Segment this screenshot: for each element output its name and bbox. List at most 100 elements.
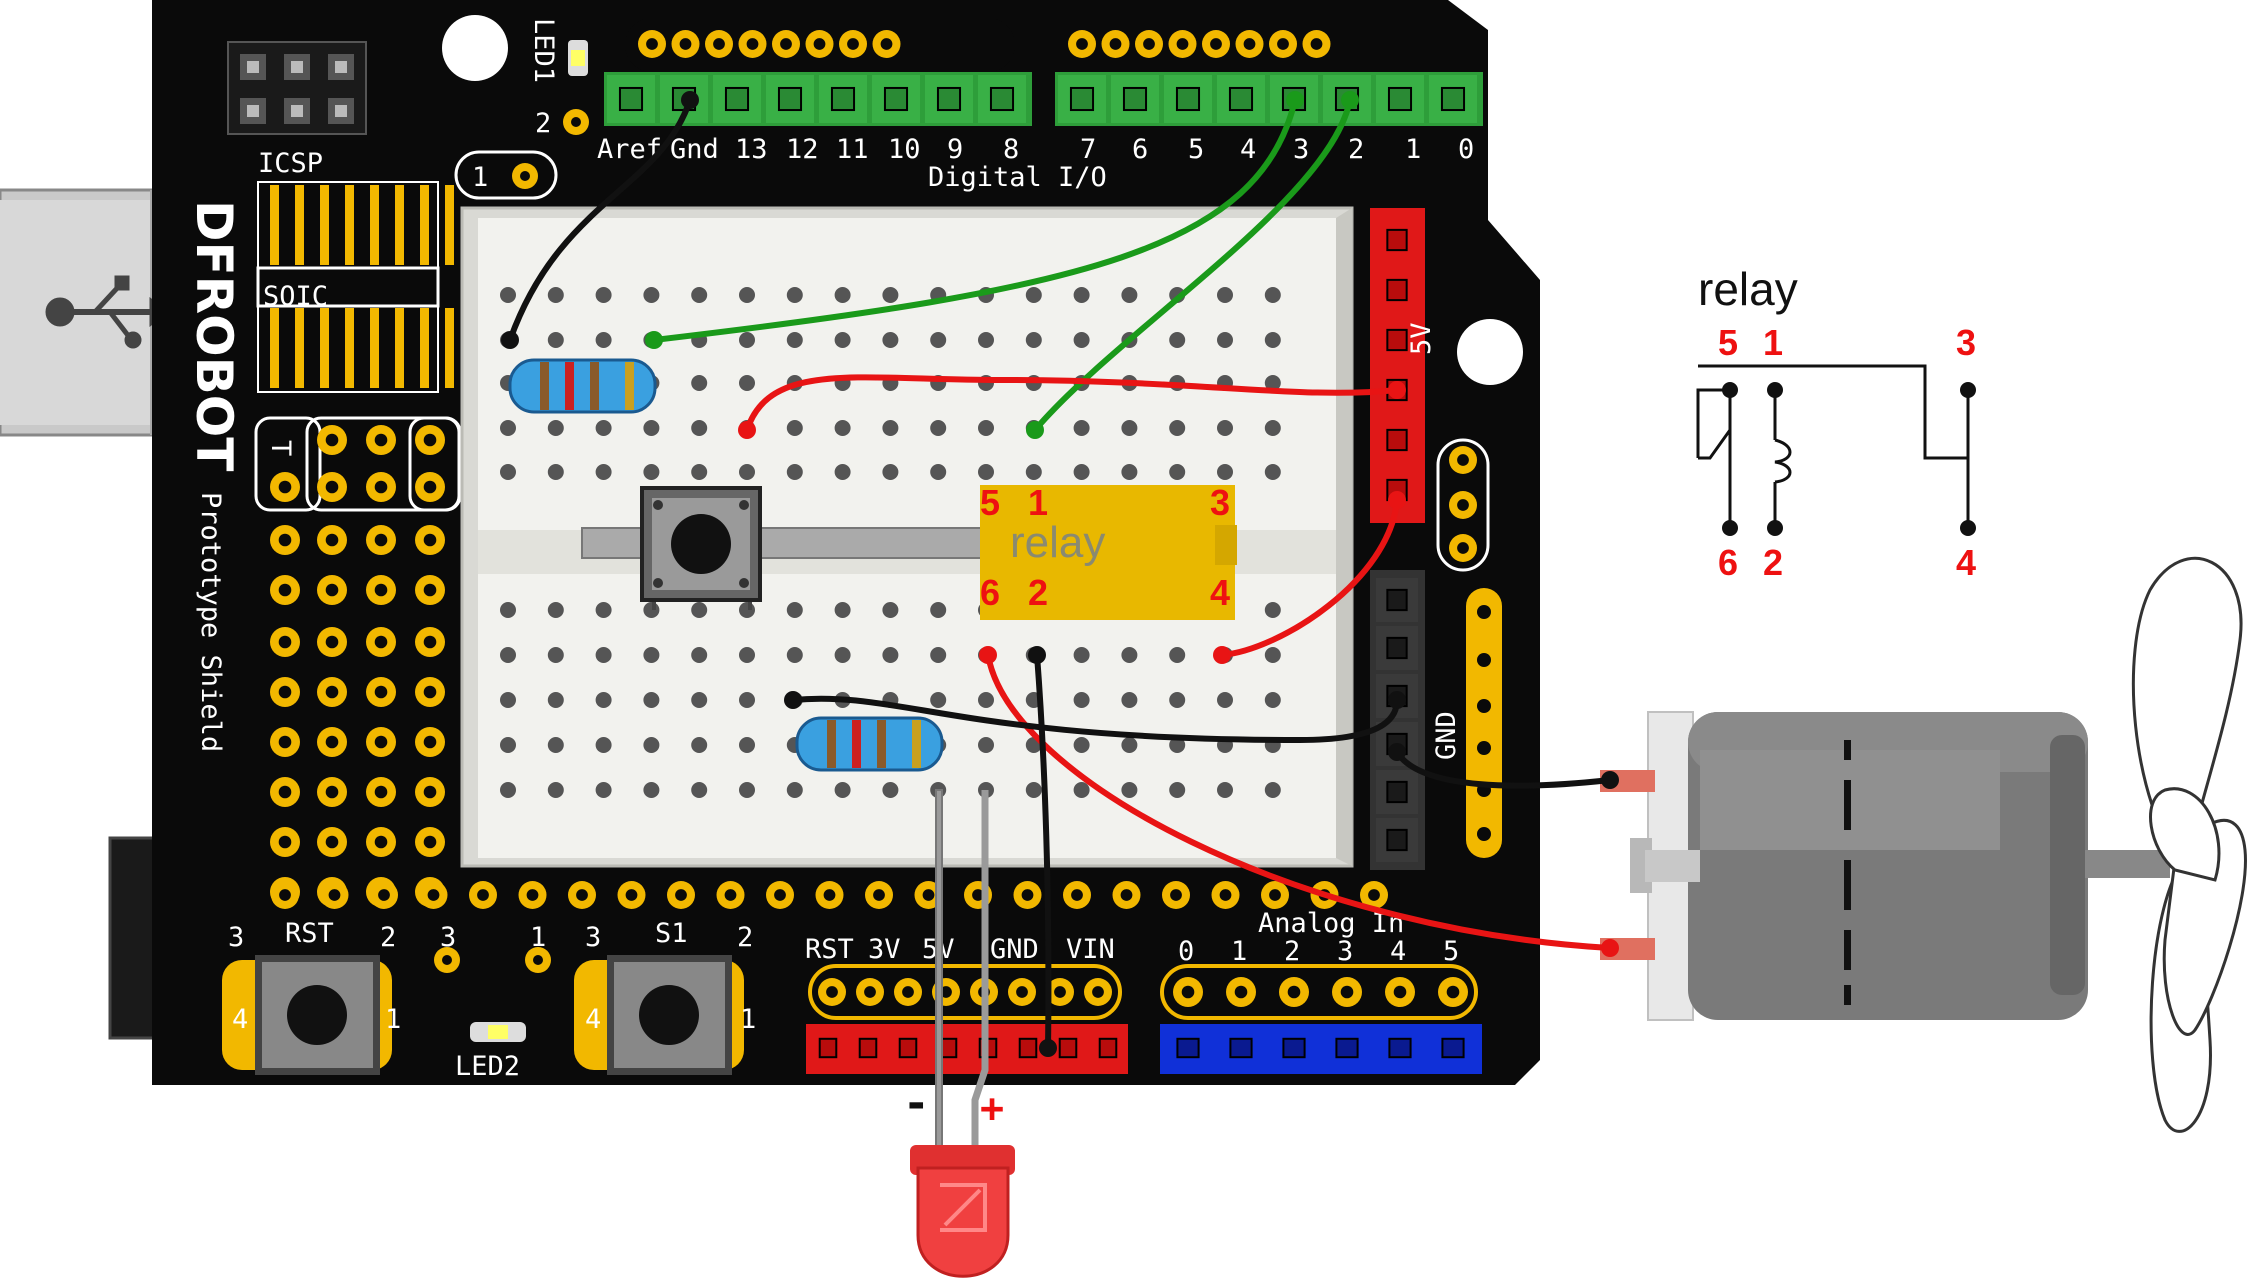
digital-pin-label: 3 <box>1293 134 1309 165</box>
wire-black-motor <box>1394 749 1613 789</box>
strip-hole <box>1477 605 1491 619</box>
breadboard-hole <box>595 692 612 708</box>
soic-pad <box>420 185 429 265</box>
breadboard-hole <box>691 375 708 391</box>
relay-pin-5: 5 <box>980 482 1000 523</box>
breadboard-hole <box>1073 287 1090 303</box>
wire-ends <box>501 91 1619 1057</box>
breadboard-hole <box>1169 464 1186 480</box>
soic-pad <box>445 185 454 265</box>
breadboard-hole <box>739 782 755 798</box>
soic-pad <box>395 308 404 388</box>
breadboard-hole <box>786 332 803 348</box>
breadboard-hole <box>547 420 564 436</box>
power-pin-label: 3V <box>868 934 901 965</box>
breadboard-hole <box>1169 782 1186 798</box>
breadboard-hole <box>691 782 708 798</box>
wire-black-gnd-power <box>1034 652 1052 1051</box>
pad-1-outline <box>454 150 558 200</box>
digital-pin-label: 13 <box>735 134 768 165</box>
breadboard-hole <box>1121 420 1138 436</box>
strip-hole <box>1477 741 1491 755</box>
soic-footprint <box>256 181 454 393</box>
digital-pin-label: 0 <box>1458 134 1474 165</box>
breadboard-hole <box>1264 420 1281 436</box>
s1-pin-2: 2 <box>737 922 753 953</box>
rail-5v-label: 5V <box>1406 322 1437 355</box>
breadboard-hole <box>1025 464 1042 480</box>
digital-pin-label: 5 <box>1188 134 1204 165</box>
rst-button[interactable] <box>222 955 392 1075</box>
breadboard-hole <box>1121 782 1138 798</box>
breadboard-hole <box>547 737 564 753</box>
schematic-pin-4: 4 <box>1956 542 1976 583</box>
relay-module <box>980 485 1237 620</box>
breadboard-hole <box>500 782 516 798</box>
soic-label: SOIC <box>263 281 328 312</box>
rst-pin-2: 2 <box>380 922 396 953</box>
analog-header <box>1160 1024 1482 1074</box>
push-button[interactable] <box>640 486 762 610</box>
soic-pad <box>395 185 404 265</box>
breadboard-hole <box>595 464 612 480</box>
analog-pin-label: 2 <box>1284 936 1300 967</box>
breadboard-hole <box>978 737 994 753</box>
led-minus-label: - <box>903 1078 930 1129</box>
relay-pin-4: 4 <box>1210 572 1230 613</box>
rst-pin-1: 1 <box>385 1004 401 1035</box>
soic-pad <box>320 185 329 265</box>
soic-pad <box>445 308 454 388</box>
wire-end <box>1213 646 1231 664</box>
breadboard-hole <box>739 332 755 348</box>
breadboard-hole <box>1217 464 1233 480</box>
rst-button-label: RST <box>285 918 334 949</box>
breadboard-hole <box>1217 287 1233 303</box>
breadboard-hole <box>1264 287 1281 303</box>
breadboard-hole <box>1073 692 1090 708</box>
wire-red-5v <box>744 374 1400 433</box>
breadboard-hole <box>691 464 708 480</box>
pad-1-label: 1 <box>472 162 488 193</box>
breadboard-hole <box>930 464 947 480</box>
wire-green-pin2 <box>1032 97 1353 433</box>
digital-pin-label: 9 <box>947 134 963 165</box>
breadboard-hole <box>1264 375 1281 391</box>
soic-pad <box>345 308 354 388</box>
gold-pad-strip <box>1466 588 1502 858</box>
breadboard-hole <box>547 332 564 348</box>
wire-end <box>738 421 756 439</box>
bottom-pad-row <box>271 881 1388 909</box>
power-pin-label: RST <box>805 934 854 965</box>
breadboard-hole <box>786 464 803 480</box>
digital-pin-label: 11 <box>836 134 869 165</box>
digital-pin-label: 6 <box>1132 134 1148 165</box>
wire-end <box>1388 381 1406 399</box>
breadboard-hole <box>739 464 755 480</box>
wire-black-gnd-rail <box>790 695 1400 744</box>
breadboard-hole <box>930 692 947 708</box>
propeller <box>2131 557 2247 1133</box>
breadboard-hole <box>739 375 755 391</box>
breadboard-hole <box>1264 602 1281 618</box>
wire-end <box>1601 771 1619 789</box>
breadboard-hole <box>882 464 899 480</box>
breadboard-hole <box>786 420 803 436</box>
breadboard-hole <box>930 647 947 663</box>
breadboard-hole <box>1073 332 1090 348</box>
breadboard-hole <box>1264 647 1281 663</box>
wire-end <box>501 331 519 349</box>
breadboard-hole <box>547 602 564 618</box>
wire-end <box>784 691 802 709</box>
relay-pin-1: 1 <box>1028 482 1048 523</box>
pad-3-label: 3 <box>440 922 456 953</box>
s1-button[interactable] <box>574 955 744 1075</box>
soic-pad <box>270 185 279 265</box>
soic-pad <box>345 185 354 265</box>
analog-pin-label: 5 <box>1443 936 1459 967</box>
breadboard-hole <box>547 287 564 303</box>
led <box>910 789 1015 1278</box>
board-name: Prototype Shield <box>195 492 226 752</box>
breadboard-hole <box>1025 782 1042 798</box>
breadboard-hole <box>739 692 755 708</box>
breadboard-hole <box>595 647 612 663</box>
